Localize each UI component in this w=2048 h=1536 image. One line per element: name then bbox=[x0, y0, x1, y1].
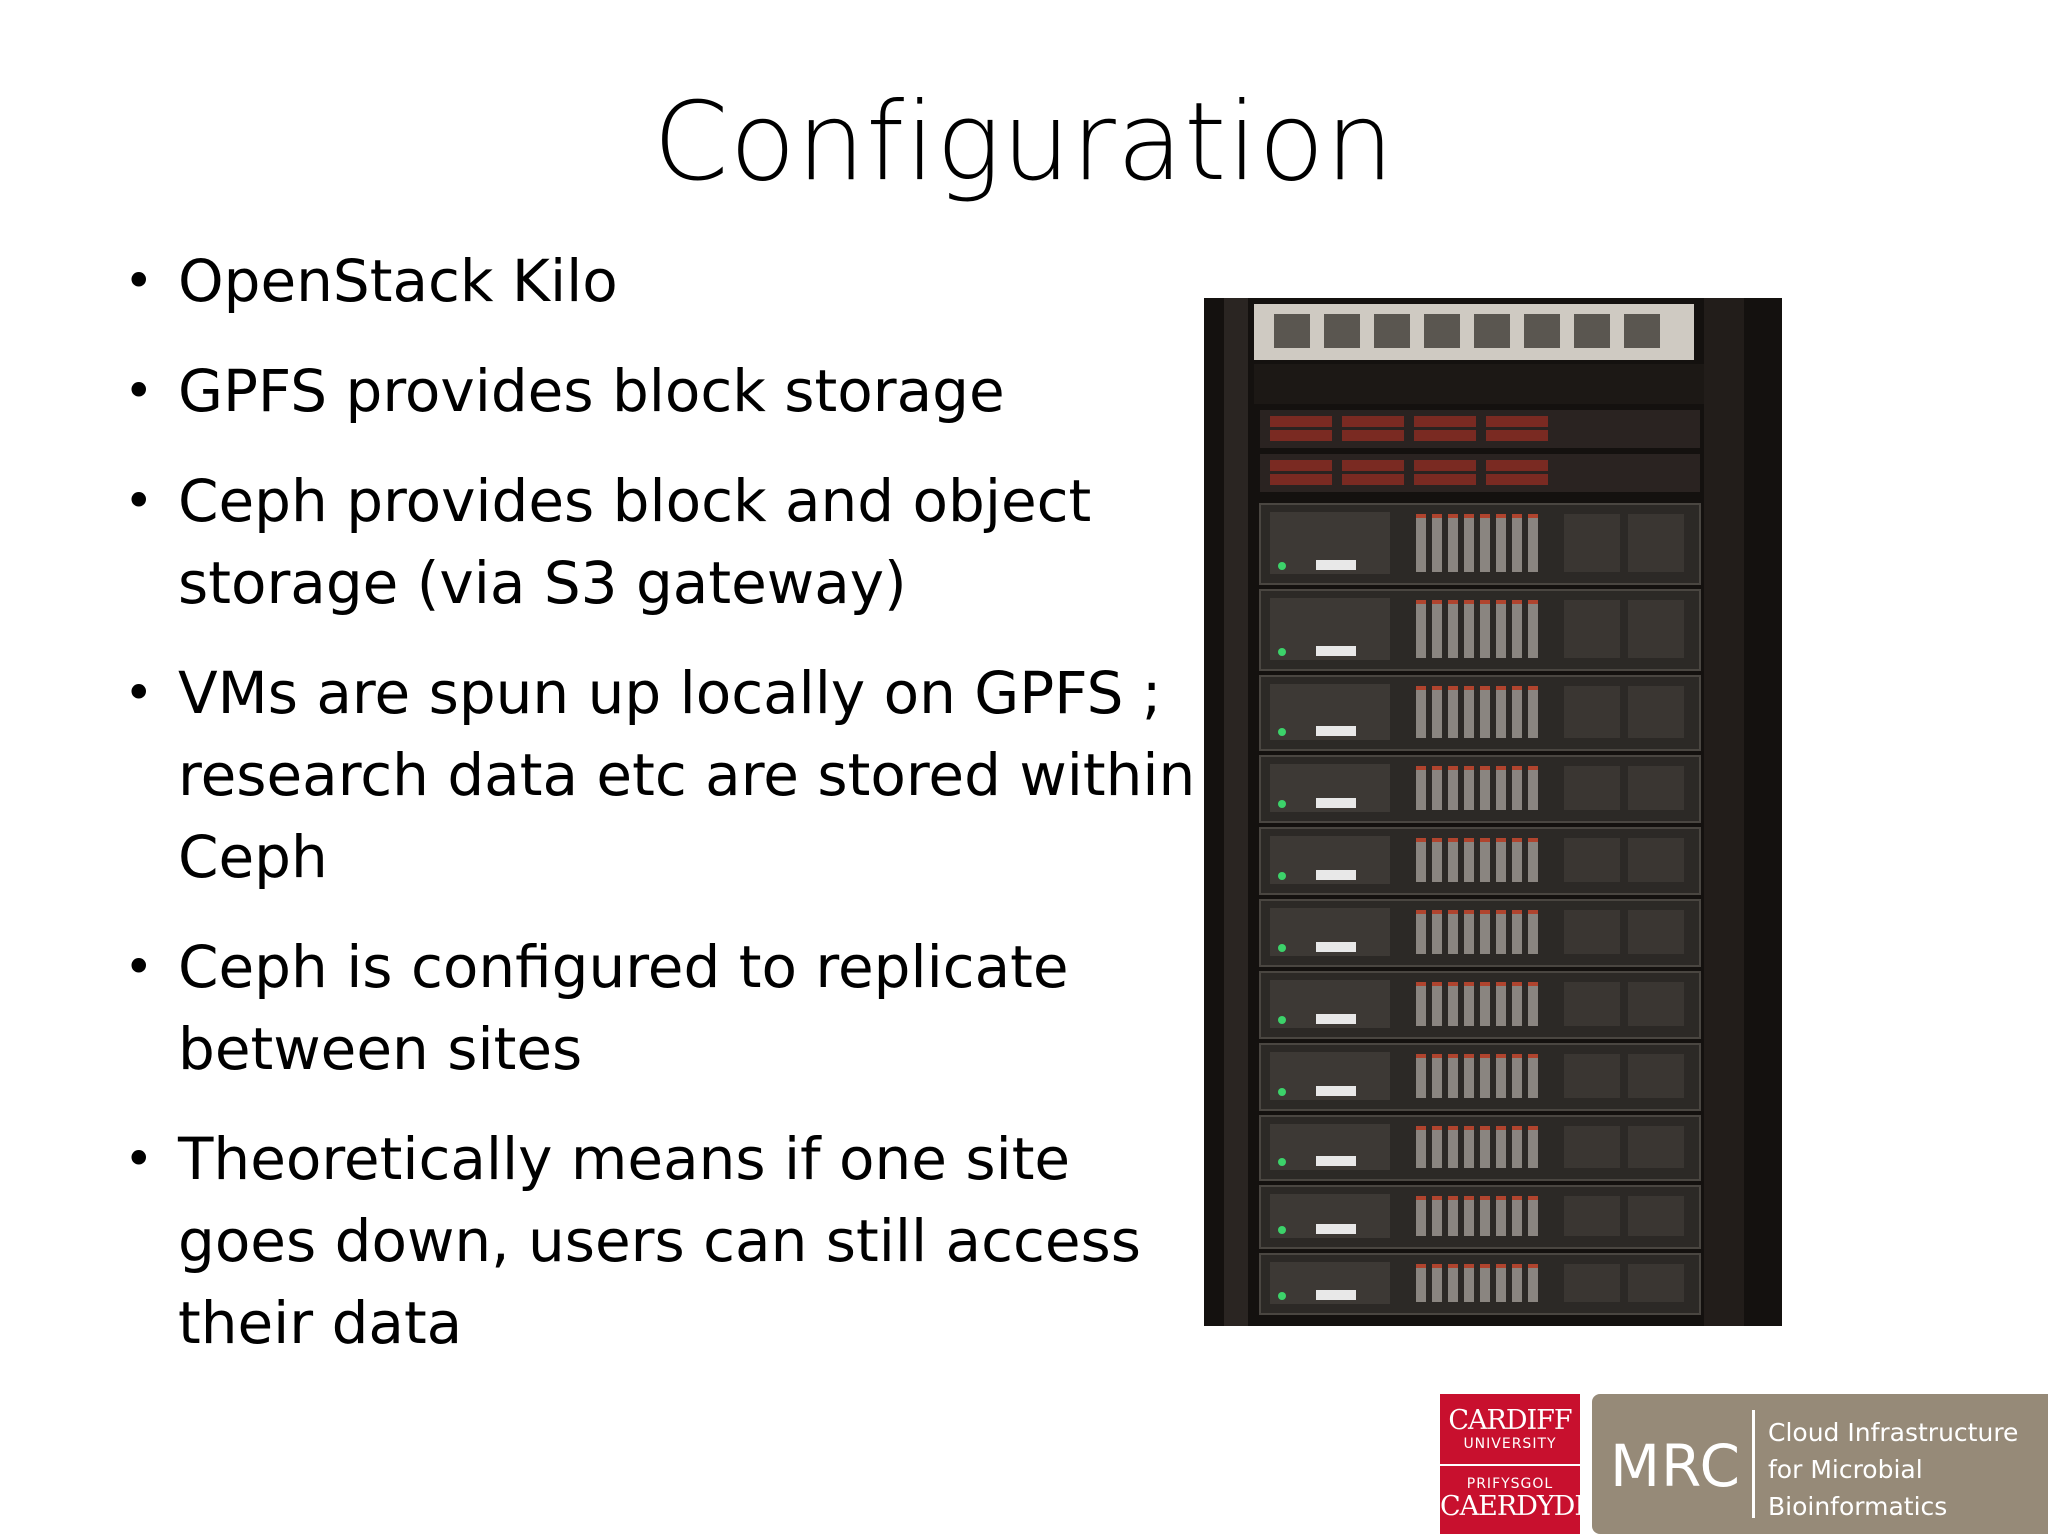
cardiff-logo-line3: PRIFYSGOL bbox=[1466, 1476, 1554, 1492]
mrc-logo-line2: for Microbial bbox=[1768, 1455, 1923, 1484]
bullet-icon: • bbox=[124, 252, 154, 310]
server-rack-photo bbox=[1204, 298, 1782, 1326]
bullet-item: • VMs are spun up locally on GPFS ; resea… bbox=[120, 652, 1200, 898]
server-rack-illustration bbox=[1204, 298, 1782, 1326]
bullet-text: Theoretically means if one site goes dow… bbox=[178, 1125, 1141, 1357]
bullet-item: • OpenStack Kilo bbox=[120, 240, 1200, 322]
mrc-logo-line3: Bioinformatics bbox=[1768, 1492, 1948, 1521]
mrc-logo-name: MRC bbox=[1610, 1432, 1741, 1500]
bullet-item: • Theoretically means if one site goes do… bbox=[120, 1118, 1200, 1364]
bullet-icon: • bbox=[124, 938, 154, 996]
slide-title: Configuration bbox=[653, 80, 1395, 205]
bullet-icon: • bbox=[124, 472, 154, 530]
mrc-logo: MRC Cloud Infrastructure for Microbial B… bbox=[1592, 1394, 2048, 1534]
bullet-item: • Ceph is configured to replicate between… bbox=[120, 926, 1200, 1090]
bullet-icon: • bbox=[124, 1130, 154, 1188]
bullet-text: OpenStack Kilo bbox=[178, 247, 618, 315]
bullet-icon: • bbox=[124, 362, 154, 420]
cardiff-logo-line2: UNIVERSITY bbox=[1463, 1436, 1557, 1452]
mrc-logo-divider bbox=[1752, 1410, 1755, 1518]
cardiff-logo-line1: CARDIFF bbox=[1448, 1405, 1572, 1436]
bullet-text: Ceph provides block and object storage (… bbox=[178, 467, 1092, 617]
bullet-item: • GPFS provides block storage bbox=[120, 350, 1200, 432]
bullet-icon: • bbox=[124, 664, 154, 722]
bullet-item: • Ceph provides block and object storage … bbox=[120, 460, 1200, 624]
bullet-text: VMs are spun up locally on GPFS ; resear… bbox=[178, 659, 1196, 891]
bullet-text: Ceph is configured to replicate between … bbox=[178, 933, 1069, 1083]
cardiff-logo-line4: CAERDYDD bbox=[1440, 1491, 1596, 1522]
cardiff-university-logo: CARDIFF UNIVERSITY PRIFYSGOL CAERDYDD bbox=[1440, 1394, 1596, 1534]
mrc-logo-line1: Cloud Infrastructure bbox=[1768, 1418, 2019, 1447]
bullet-text: GPFS provides block storage bbox=[178, 357, 1005, 425]
mrc-logo-description: Cloud Infrastructure for Microbial Bioin… bbox=[1768, 1414, 2018, 1525]
bullet-list: • OpenStack Kilo • GPFS provides block sto… bbox=[120, 240, 1200, 1392]
